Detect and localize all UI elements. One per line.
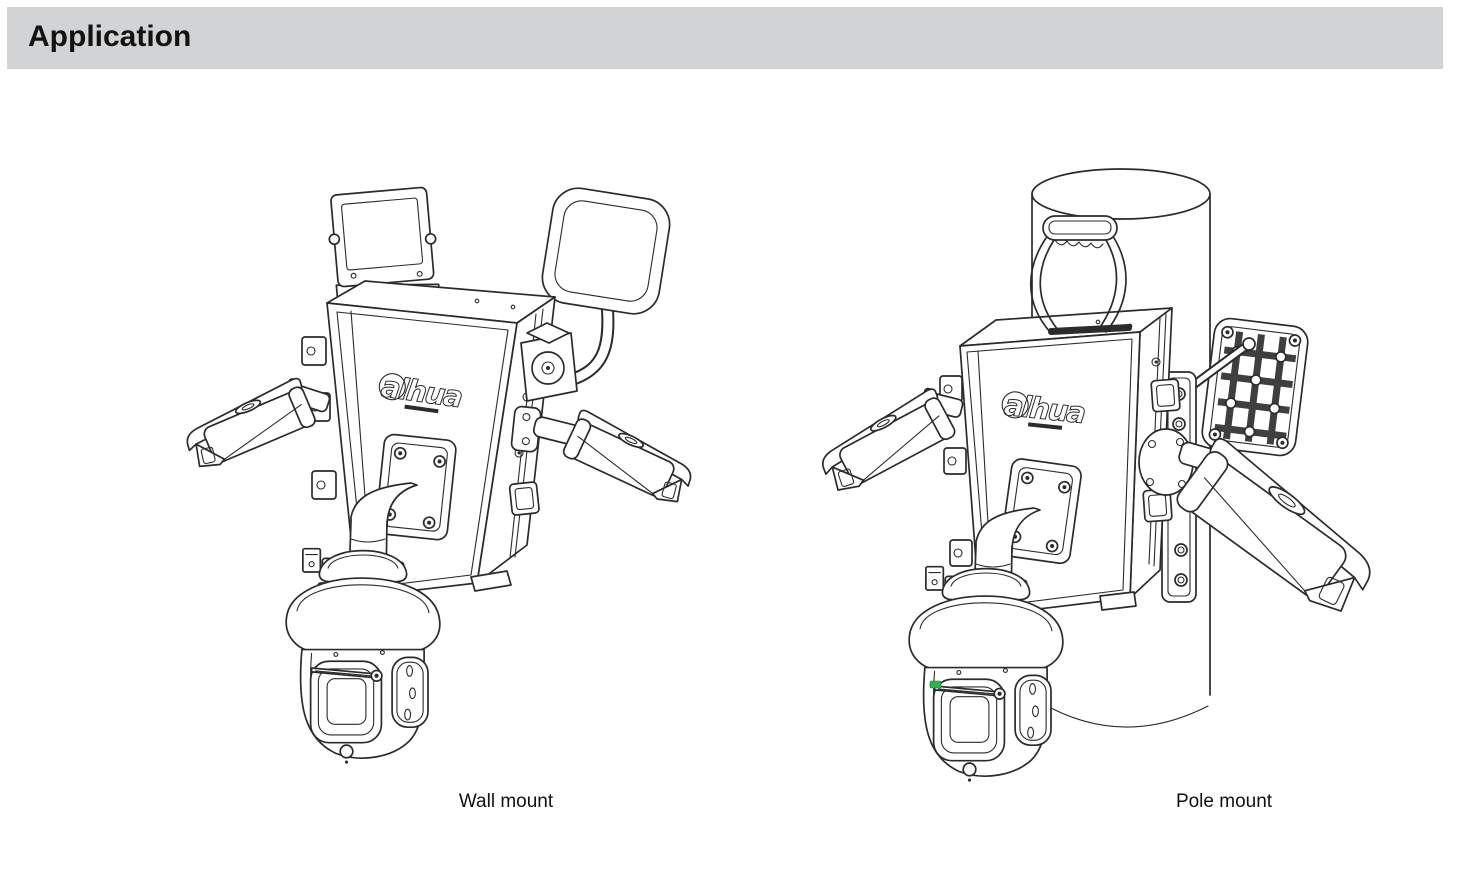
wall-mount-figure: alhua [179, 185, 700, 765]
ptz-dome-camera [908, 565, 1064, 783]
bullet-camera-right [511, 406, 700, 510]
section-header-band: Application [7, 7, 1443, 69]
bullet-camera-right [1139, 429, 1388, 624]
bullet-camera-left [179, 376, 332, 475]
pole-mount-grid-plate [1200, 317, 1309, 457]
wiper-highlight [930, 681, 941, 688]
bullet-camera-left [812, 386, 965, 499]
antenna-ball-joint [521, 323, 577, 401]
pole [1032, 169, 1210, 727]
section-title: Application [28, 20, 192, 53]
hanging-strap [1031, 216, 1132, 336]
pole-mount-figure: alhua [812, 150, 1388, 783]
caption-pole-mount: Pole mount [1175, 791, 1273, 812]
caption-wall-mount: Wall mount [458, 791, 554, 812]
